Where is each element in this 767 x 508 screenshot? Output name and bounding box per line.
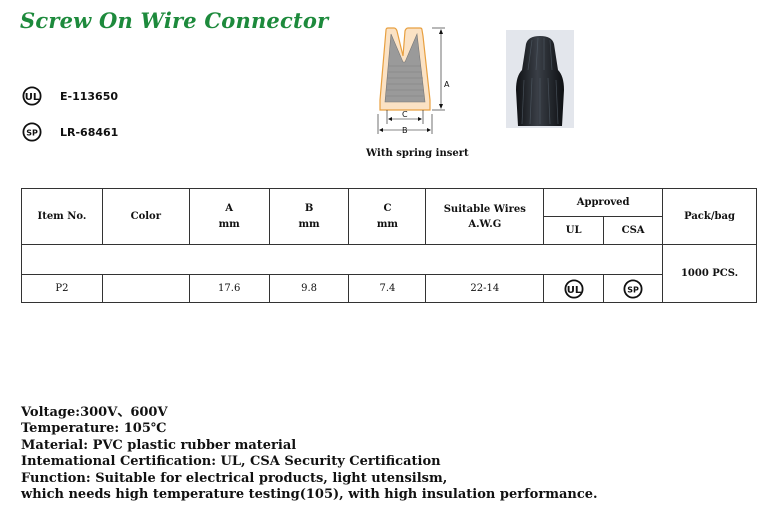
dimension-b-label: B: [402, 126, 408, 135]
dimension-c-label: C: [402, 110, 408, 119]
table-row: P2 17.6 9.8 7.4 22-14 UL SP: [21, 274, 757, 303]
header-wires-line2: A.W.G: [468, 218, 502, 230]
header-wires-line1: Suitable Wires: [443, 203, 526, 215]
cell-c: 7.4: [348, 274, 427, 303]
ul-logo-icon: UL: [564, 278, 584, 299]
spec-temperature: Temperature: 105℃: [21, 421, 167, 437]
spec-material: Material: PVC plastic rubber material: [21, 437, 297, 453]
wire-connector-image: [516, 36, 564, 126]
csa-logo-icon: SP: [22, 122, 42, 142]
dimension-a-label: A: [444, 80, 450, 89]
ul-logo-icon: UL: [22, 86, 42, 106]
cell-ul: UL: [543, 274, 605, 303]
cell-a: 17.6: [188, 274, 270, 303]
ul-file-number: E-113650: [60, 89, 119, 103]
table-spacer-row: [20, 244, 664, 275]
spec-function-continued: which needs high temperature testing(105…: [21, 487, 598, 503]
svg-text:UL: UL: [25, 92, 40, 103]
product-specifications: Voltage:300V、600V Temperature: 105℃ Mate…: [21, 405, 598, 503]
connector-photo: [506, 30, 574, 128]
header-ul: UL: [543, 216, 605, 245]
header-a-unit: mm: [218, 219, 240, 230]
cell-awg: 22-14: [425, 274, 545, 303]
spec-voltage: Voltage:300V、600V: [21, 405, 168, 420]
header-approved: Approved: [543, 188, 664, 217]
cell-b: 9.8: [268, 274, 350, 303]
spec-function: Function: Suitable for electrical produc…: [21, 470, 448, 486]
header-a-label: A: [225, 203, 234, 214]
svg-text:UL: UL: [566, 285, 581, 296]
header-c-label: C: [383, 203, 392, 214]
header-b-label: B: [304, 203, 314, 214]
csa-logo-icon: SP: [623, 278, 643, 299]
cell-csa: SP: [603, 274, 664, 303]
spec-certification: Intemational Certification: UL, CSA Secu…: [21, 454, 441, 470]
pack-quantity: 1000 PCS.: [662, 244, 757, 303]
cell-color: [101, 274, 190, 303]
connector-dimension-diagram: A C B: [377, 27, 450, 135]
page-title: Screw On Wire Connector: [20, 8, 329, 33]
svg-text:SP: SP: [26, 129, 38, 138]
header-pack-bag: Pack/bag: [662, 188, 757, 245]
csa-certification: SP LR-68461: [22, 122, 118, 142]
cell-item-no: P2: [21, 274, 103, 303]
ul-certification: UL E-113650: [22, 86, 118, 106]
diagram-caption: With spring insert: [366, 148, 469, 159]
header-color: Color: [101, 188, 190, 245]
header-item-no: Item No.: [21, 188, 103, 245]
header-csa: CSA: [603, 216, 664, 245]
svg-text:SP: SP: [627, 285, 639, 294]
header-b-unit: mm: [298, 219, 320, 230]
csa-file-number: LR-68461: [60, 125, 119, 139]
header-c-unit: mm: [376, 219, 398, 230]
